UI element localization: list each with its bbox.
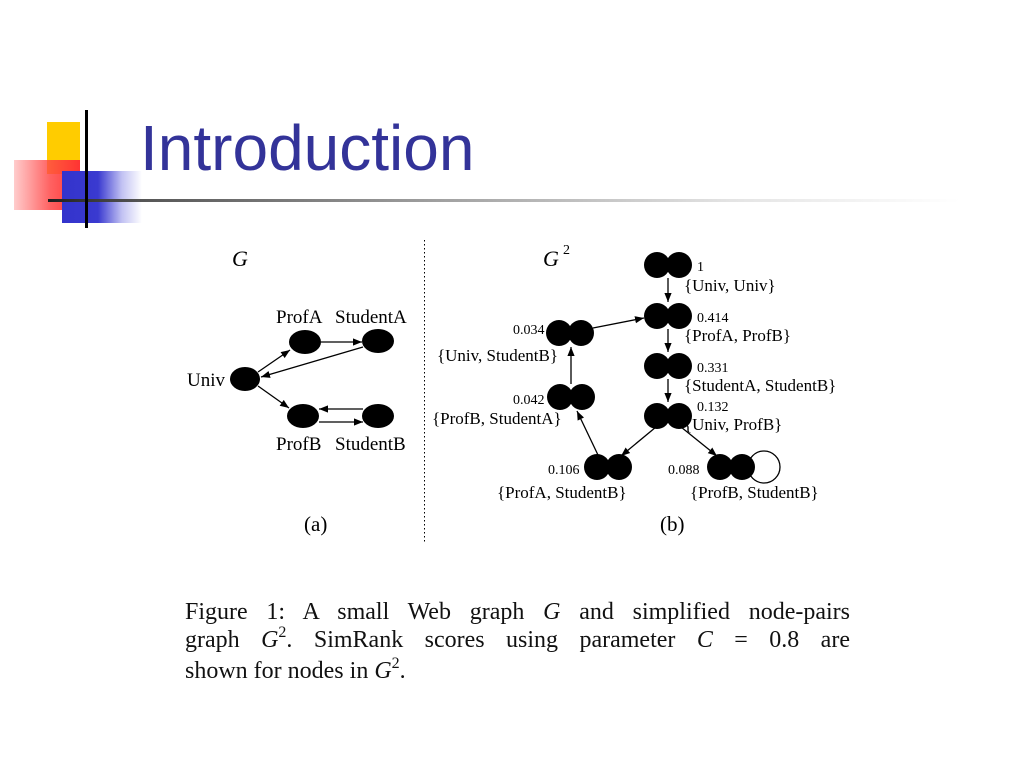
node-label-profa: ProfA <box>276 307 323 328</box>
caption-superscript: 2 <box>391 655 400 672</box>
caption-text: Figure 1: A small Web graph <box>185 599 544 625</box>
edge-univ-profa <box>257 349 291 373</box>
caption-text: . <box>399 658 406 684</box>
graph-g2-superscript: 2 <box>563 243 570 258</box>
figure-caption: Figure 1: A small Web graph G and simpli… <box>185 598 850 688</box>
node-univ <box>230 367 260 391</box>
node-profb <box>287 404 319 428</box>
edge-univprofb-profbstudentb <box>680 426 718 457</box>
node-pair-profa-profb <box>644 303 692 329</box>
edge-studenta-univ <box>260 346 364 378</box>
caption-text: graph <box>185 627 262 653</box>
node-pair-label: {Univ, ProfB} <box>684 415 782 434</box>
node-studentb <box>362 404 394 428</box>
caption-line: Figure 1: A small Web graph G and simpli… <box>185 598 850 626</box>
node-pair-label: {ProfA, ProfB} <box>684 326 791 345</box>
node-pair-univ-univ <box>644 252 692 278</box>
caption-text: shown for nodes in <box>185 658 375 684</box>
node-pair-label: {ProfB, StudentB} <box>690 483 819 502</box>
node-label-studentb: StudentB <box>335 434 406 455</box>
edge-univstudentb-profaprofb <box>592 316 645 329</box>
caption-math-symbol: C <box>696 627 713 653</box>
caption-math-symbol: G <box>374 658 392 684</box>
edge-univprofb-profastudentb <box>620 426 657 457</box>
node-pair-profb-studenta <box>547 384 595 410</box>
node-pair-label: {StudentA, StudentB} <box>684 376 836 395</box>
node-pair-label: {Univ, Univ} <box>684 276 776 295</box>
node-score: 0.331 <box>697 361 729 376</box>
node-pair-label: {Univ, StudentB} <box>437 346 558 365</box>
node-score: 0.042 <box>513 393 545 408</box>
node-score: 0.414 <box>697 311 729 326</box>
node-score: 0.106 <box>548 463 580 478</box>
graph-g2: G 2 1 {Univ, Univ} 0.414 {ProfA, ProfB} … <box>432 243 836 536</box>
node-pair-univ-profb <box>644 403 692 429</box>
node-score: 0.034 <box>513 323 545 338</box>
graph-g2-label: G <box>543 246 559 271</box>
caption-text: . SimRank scores using parameter <box>286 627 697 653</box>
node-pair-profa-studentb <box>584 454 632 480</box>
caption-superscript: 2 <box>278 624 287 641</box>
graph-g: G Univ ProfA StudentA ProfB StudentB (a) <box>187 246 407 536</box>
node-score: 1 <box>697 260 704 275</box>
edge-profastudentb-profbstudenta <box>576 410 599 456</box>
subfigure-a-label: (a) <box>304 512 327 536</box>
node-pair-label: {ProfA, StudentB} <box>497 483 627 502</box>
subfigure-b-label: (b) <box>660 512 685 536</box>
node-studenta <box>362 329 394 353</box>
decoration-blue-square <box>62 171 142 223</box>
title-underline <box>48 199 960 202</box>
node-pair-profb-studentb <box>707 454 755 480</box>
node-profa <box>289 330 321 354</box>
caption-math-symbol: G <box>543 599 561 625</box>
graph-g-label: G <box>232 246 248 271</box>
node-score: 0.088 <box>668 463 700 478</box>
node-pair-label: {ProfB, StudentA} <box>432 409 562 428</box>
caption-text: = 0.8 are <box>712 627 850 653</box>
caption-line: shown for nodes in G2. <box>185 655 850 688</box>
node-pair-univ-studentb <box>546 320 594 346</box>
decoration-vertical-line <box>85 110 88 228</box>
caption-line: graph G2. SimRank scores using parameter… <box>185 624 850 657</box>
node-label-profb: ProfB <box>276 434 321 455</box>
node-label-studenta: StudentA <box>335 307 407 328</box>
edge-univ-profb <box>257 385 290 409</box>
node-pair-studenta-studentb <box>644 353 692 379</box>
node-score: 0.132 <box>697 400 729 415</box>
caption-text: and simplified node-pairs <box>560 599 850 625</box>
node-label-univ: Univ <box>187 370 226 391</box>
caption-math-symbol: G <box>261 627 279 653</box>
slide-title: Introduction <box>140 112 475 184</box>
